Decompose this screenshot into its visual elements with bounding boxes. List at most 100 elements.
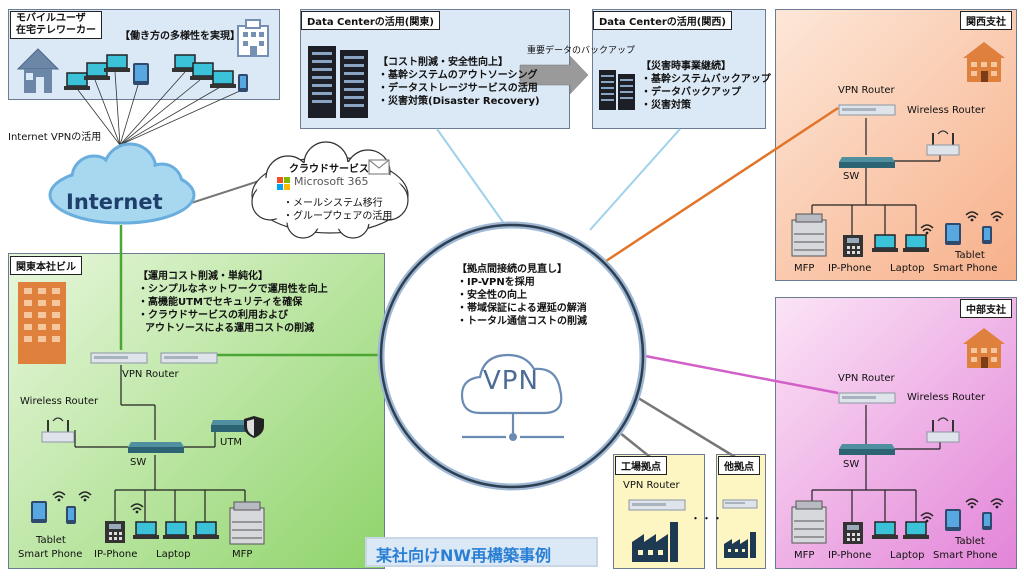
mail-icon: [368, 159, 390, 179]
kansai-vpn-router-label: VPN Router: [838, 85, 895, 96]
vpn-router-icon: [838, 102, 896, 121]
chubu-vpn-router-label: VPN Router: [838, 373, 895, 384]
tablet-icon: [132, 62, 150, 90]
laptop-icon: [872, 521, 898, 545]
laptop-icon: [104, 54, 130, 78]
ip-phone-icon: [104, 520, 126, 548]
vpn-review-item: ・IP-VPNを採用: [457, 277, 535, 288]
vpn-label: VPN: [483, 366, 539, 396]
server-rack-icon: [597, 68, 637, 116]
laptop-icon: [133, 521, 159, 545]
laptop-icon: [903, 234, 929, 258]
factory-icon: [722, 530, 760, 564]
caption-banner: [365, 537, 598, 567]
vpn-review-list: 【拠点間接続の見直し】 ・IP-VPNを採用 ・安全性の向上 ・帯域保証による遅…: [457, 263, 587, 328]
chubu-laptop-label: Laptop: [890, 550, 925, 561]
chubu-mfp-label: MFP: [794, 550, 815, 561]
vpn-router-icon: [838, 390, 896, 409]
dc-kanto-item: ・災害対策(Disaster Recovery): [378, 96, 540, 107]
mobile-users-title-line1: モバイルユーザ: [16, 13, 86, 24]
wireless-router-icon: [40, 412, 76, 450]
factory-vpn-router-label: VPN Router: [623, 480, 680, 491]
cloud-service-bubble: [248, 140, 413, 244]
laptop-icon: [210, 70, 236, 94]
hq-tablet-label: Tablet: [36, 535, 66, 546]
kansai-sw-label: SW: [843, 171, 860, 182]
office-tower-icon: [16, 280, 68, 370]
factory-title: 工場拠点: [615, 456, 667, 475]
hq-smartphone-label: Smart Phone: [18, 549, 83, 560]
wifi-icon: [990, 494, 1004, 513]
chubu-ip-phone-label: IP-Phone: [828, 550, 872, 561]
cloud-service-list: ・メールシステム移行 ・グループウェアの活用: [283, 197, 392, 223]
vpn-router-icon: [628, 497, 686, 516]
server-rack-icon: [306, 44, 372, 124]
ip-phone-icon: [842, 234, 864, 262]
chubu-smartphone-label: Smart Phone: [933, 550, 998, 561]
mfp-icon: [790, 212, 830, 262]
mobile-users-tag: 【働き方の多様性を実現】: [120, 31, 240, 42]
house-icon: [14, 45, 62, 99]
hq-vpn-router-label: VPN Router: [122, 369, 179, 380]
hq-wireless-router-label: Wireless Router: [20, 396, 99, 407]
mobile-users-title-line2: 在宅テレワーカー: [16, 25, 96, 36]
hq-item: ・シンプルなネットワークで運用性を向上: [138, 284, 328, 295]
dc-kanto-item: 【コスト削減・安全性向上】: [378, 57, 508, 68]
laptop-icon: [190, 62, 216, 86]
internet-vpn-label: Internet VPNの活用: [8, 132, 102, 143]
building-icon: [961, 40, 1007, 88]
chubu-branch-title: 中部支社: [960, 299, 1012, 318]
wireless-router-icon: [925, 125, 961, 163]
laptop-icon: [84, 62, 110, 86]
cloud-service-title: クラウドサービス: [289, 164, 369, 175]
tablet-icon: [30, 500, 48, 528]
switch-icon: [838, 155, 896, 174]
hq-ip-phone-label: IP-Phone: [94, 549, 138, 560]
office-building-icon: [234, 18, 272, 62]
smartphone-icon: [982, 512, 992, 534]
dc-kanto-list: 【コスト削減・安全性向上】 ・基幹システムのアウトソーシング ・データストレージ…: [378, 56, 540, 108]
dc-kanto-item: ・基幹システムのアウトソーシング: [378, 70, 538, 81]
internet-cloud-icon: [42, 140, 202, 234]
cloud-service-item: ・メールシステム移行: [283, 198, 383, 209]
hq-item: ・クラウドサービスの利用および: [138, 310, 288, 321]
wifi-icon: [130, 499, 144, 518]
kansai-mfp-label: MFP: [794, 263, 815, 274]
chubu-wireless-router-label: Wireless Router: [907, 392, 986, 403]
hq-item: アウトソースによる運用コストの削減: [138, 323, 315, 334]
wireless-router-icon: [925, 412, 961, 450]
vpn-review-item: ・帯域保証による遅延の解消: [457, 303, 587, 314]
ellipsis-dots: ・・・: [690, 512, 723, 525]
mobile-users-title: モバイルユーザ 在宅テレワーカー: [10, 11, 102, 39]
ms365-label: Microsoft 365: [294, 175, 369, 188]
laptop-icon: [193, 521, 219, 545]
switch-icon: [127, 440, 185, 459]
chubu-tablet-label: Tablet: [955, 536, 985, 547]
utm-appliance-icon: [210, 414, 266, 444]
wifi-icon: [78, 487, 92, 506]
tablet-icon: [944, 222, 962, 250]
wifi-icon: [990, 207, 1004, 226]
ip-phone-icon: [842, 521, 864, 549]
caption-text: 某社向けNW再構築事例: [376, 546, 552, 565]
wifi-icon: [920, 508, 934, 527]
tablet-icon: [944, 508, 962, 536]
hq-sw-label: SW: [130, 457, 147, 468]
kansai-ip-phone-label: IP-Phone: [828, 263, 872, 274]
hq-laptop-label: Laptop: [156, 549, 191, 560]
smartphone-icon: [982, 226, 992, 248]
laptop-icon: [903, 521, 929, 545]
wifi-icon: [965, 207, 979, 226]
vpn-cloud-icon: [458, 345, 568, 449]
dc-kansai-item: ・基幹システムバックアップ: [641, 74, 771, 85]
wifi-icon: [965, 494, 979, 513]
laptop-icon: [172, 54, 198, 78]
dc-kansai-item: ・災害対策: [641, 100, 691, 111]
dc-kansai-title: Data Centerの活用(関西): [593, 11, 732, 30]
hq-building-title: 関東本社ビル: [10, 256, 82, 275]
factory-icon: [630, 520, 684, 568]
vpn-router-icon: [722, 495, 758, 514]
hq-item: ・高機能UTMでセキュリティを確保: [138, 297, 303, 308]
smartphone-icon: [66, 506, 76, 528]
dc-kansai-list: 【災害時事業継続】 ・基幹システムバックアップ ・データバックアップ ・災害対策: [641, 60, 771, 112]
